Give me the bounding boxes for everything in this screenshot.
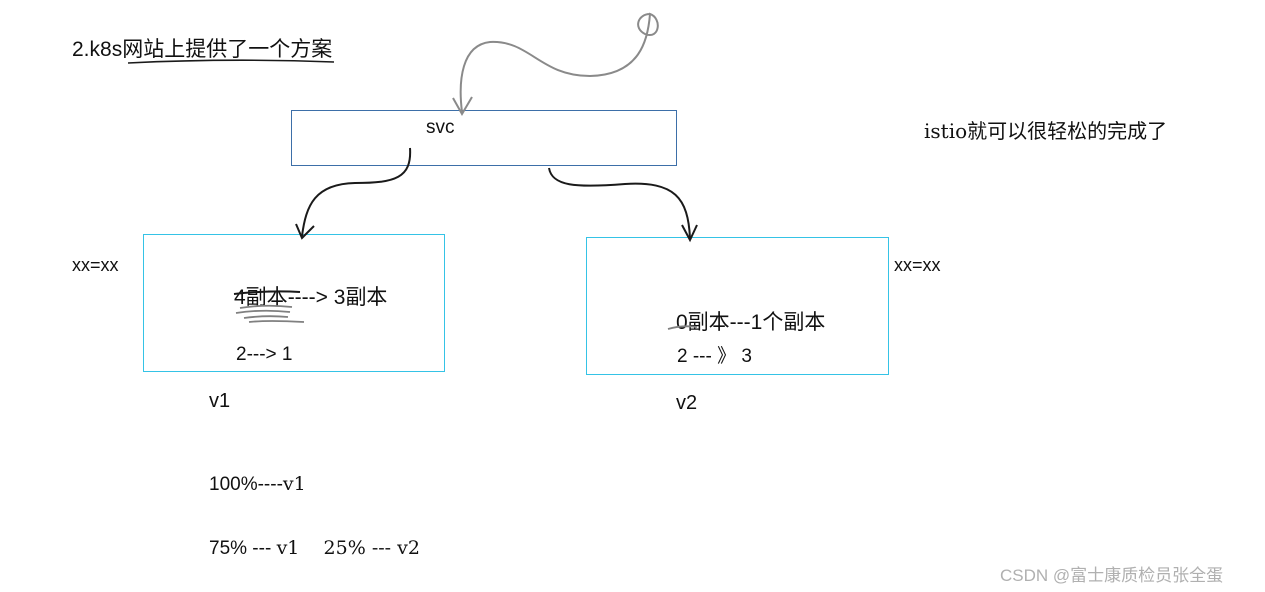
title-underline	[127, 59, 335, 64]
traffic-line-2-rest: v1 25% --- v2	[276, 537, 420, 559]
arrow-svc-to-v1-head	[295, 223, 315, 240]
arrow-svc-to-v2	[548, 167, 691, 239]
istio-note: istio就可以很轻松的完成了	[924, 119, 1168, 143]
pencil-arrowhead	[452, 96, 473, 117]
traffic-line-2-pct: 75% ---	[209, 538, 277, 559]
traffic-line-1: 100%----v1	[209, 473, 306, 496]
svc-box	[291, 110, 677, 166]
svc-label: svc	[426, 117, 455, 138]
traffic-line-2: 75% --- v1 25% --- v2	[209, 537, 420, 560]
v2-scribble	[667, 325, 698, 330]
v2-replicas-line: 0副本---1个副本	[676, 311, 826, 334]
v2-count-line: 2 --- 》 3	[677, 346, 752, 367]
diagram-title: 2.k8s网站上提供了一个方案	[72, 38, 333, 61]
v1-scribble	[235, 304, 305, 323]
watermark: CSDN @富士康质检员张全蛋	[1000, 566, 1224, 585]
right-equation: xx=xx	[894, 255, 941, 275]
v2-label: v2	[676, 392, 698, 414]
arrow-svc-to-v2-head	[681, 224, 698, 243]
v1-new-replicas: ----> 3副本	[287, 286, 388, 309]
v2-box	[586, 237, 889, 375]
left-equation: xx=xx	[72, 255, 119, 275]
v1-box	[143, 234, 445, 372]
traffic-line-1-pct: 100%----	[209, 474, 283, 495]
traffic-line-1-version: v1	[282, 473, 306, 495]
v1-count-line: 2---> 1	[236, 344, 293, 365]
pencil-loop-arrow	[459, 12, 659, 113]
v1-strike	[233, 290, 301, 295]
v1-label: v1	[209, 390, 231, 412]
arrow-svc-to-v1	[301, 147, 412, 237]
